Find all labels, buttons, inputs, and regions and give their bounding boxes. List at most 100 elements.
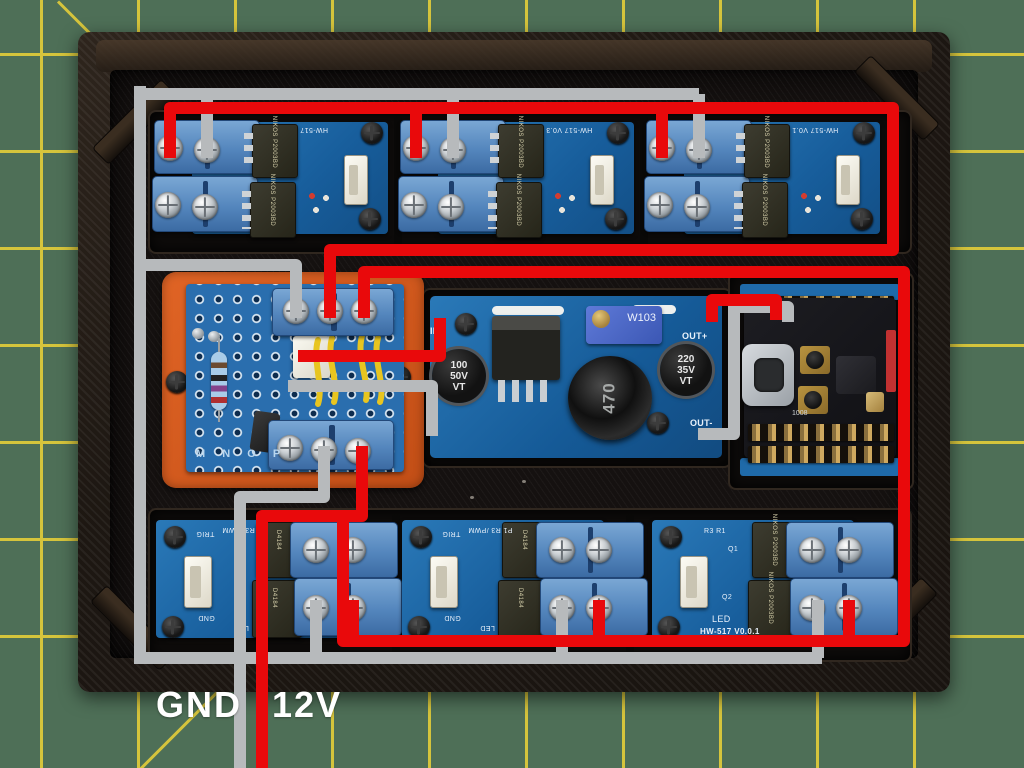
smd-components bbox=[798, 190, 832, 216]
mount-screw bbox=[361, 122, 383, 144]
mount-screw bbox=[853, 122, 875, 144]
terminal-screw bbox=[799, 537, 825, 563]
terminal-screw bbox=[401, 192, 427, 218]
terminal-screw bbox=[684, 194, 710, 220]
gnd-label: GND bbox=[198, 614, 215, 621]
terminal-screw bbox=[649, 135, 675, 161]
terminal-screw bbox=[317, 298, 343, 324]
terminal-screw bbox=[836, 537, 862, 563]
inductor: 470 bbox=[568, 356, 652, 440]
mount-screw bbox=[658, 616, 680, 638]
signal-connector bbox=[184, 556, 212, 608]
dust-speck bbox=[522, 480, 526, 483]
module-version-label: HW-517 V0.1 bbox=[792, 126, 839, 133]
terminal-screw bbox=[836, 595, 862, 621]
terminal-screw bbox=[549, 595, 575, 621]
terminal-screw bbox=[799, 595, 825, 621]
mount-screw bbox=[660, 526, 682, 548]
terminal-screw bbox=[192, 194, 218, 220]
input-capacitor: 100 50V VT bbox=[432, 349, 486, 403]
part-number-label: 1008 bbox=[792, 410, 808, 417]
crystal-oscillator bbox=[866, 392, 884, 412]
out-minus-label: OUT- bbox=[690, 418, 713, 428]
module-version-label: HW-517 V0.0.1 bbox=[700, 627, 760, 636]
pin-header-row bbox=[748, 424, 894, 441]
solder-joint bbox=[192, 328, 204, 339]
in-plus-label: IN+ bbox=[430, 326, 446, 336]
usb-c-port bbox=[742, 344, 794, 406]
mount-screw bbox=[410, 526, 432, 548]
mount-screw bbox=[647, 412, 669, 434]
terminal-screw bbox=[303, 595, 329, 621]
terminal-screw bbox=[647, 192, 673, 218]
silkscreen-stripe bbox=[492, 306, 564, 315]
led-label: LED bbox=[480, 624, 495, 631]
terminal-screw bbox=[155, 192, 181, 218]
red-board-edge bbox=[886, 330, 896, 392]
terminal-screw bbox=[549, 537, 575, 563]
terminal-screw bbox=[340, 595, 366, 621]
trimmer-screw bbox=[592, 310, 610, 328]
terminal-screw bbox=[194, 137, 220, 163]
mcu-chip bbox=[836, 356, 876, 394]
mount-screw bbox=[605, 208, 627, 230]
trig-label: TRIG bbox=[196, 530, 215, 537]
q2-label: Q2 bbox=[722, 594, 733, 601]
mosfet-chip: NIKOS P2003BD bbox=[242, 174, 296, 238]
terminal-screw bbox=[686, 137, 712, 163]
mount-screw bbox=[162, 616, 184, 638]
mount-screw bbox=[851, 208, 873, 230]
12v-wire-label: 12V bbox=[272, 684, 343, 725]
signal-connector bbox=[680, 556, 708, 608]
terminal-screw bbox=[351, 298, 377, 324]
terminal-screw bbox=[345, 438, 371, 464]
terminal-screw bbox=[586, 537, 612, 563]
led-label: LED bbox=[234, 624, 249, 631]
module-version-label: HW-517 bbox=[300, 126, 328, 133]
resistor bbox=[211, 338, 227, 422]
smd-components bbox=[552, 190, 586, 216]
mount-screw bbox=[607, 122, 629, 144]
signal-connector bbox=[430, 556, 458, 608]
terminal-screw bbox=[440, 137, 466, 163]
pwm-label: P1 R3 /PWM bbox=[468, 526, 513, 533]
mosfet-chip: NIKOS P2003BD bbox=[488, 174, 542, 238]
mount-screw bbox=[455, 313, 477, 335]
terminal-screw bbox=[303, 537, 329, 563]
output-capacitor: 220 35V VT bbox=[660, 344, 712, 396]
mosfet-chip: NIKOS P2003BD bbox=[490, 116, 544, 178]
terminal-screw bbox=[438, 194, 464, 220]
module-version-label: HW-517 V0.3 bbox=[546, 126, 593, 133]
mount-screw bbox=[408, 616, 430, 638]
mosfet-chip: NIKOS P2003BD bbox=[734, 174, 788, 238]
perfboard-row-letters: M N O P bbox=[196, 448, 288, 460]
regulator-chip bbox=[492, 316, 560, 402]
signal-connector bbox=[590, 155, 614, 205]
reset-button bbox=[800, 346, 830, 374]
signal-connector bbox=[344, 155, 368, 205]
gnd-label: GND bbox=[444, 614, 461, 621]
trig-label: TRIG bbox=[442, 530, 461, 537]
r3r1-label: R3 R1 bbox=[704, 528, 726, 535]
mount-screw bbox=[164, 526, 186, 548]
q1-label: Q1 bbox=[728, 546, 739, 553]
terminal-screw bbox=[157, 135, 183, 161]
terminal-screw bbox=[283, 298, 309, 324]
terminal-screw bbox=[403, 135, 429, 161]
terminal-screw bbox=[586, 595, 612, 621]
pin-header-row bbox=[748, 446, 894, 463]
enclosure-top-wall bbox=[96, 40, 932, 72]
mosfet-chip: NIKOS P2003BD bbox=[736, 116, 790, 178]
smd-components bbox=[306, 190, 340, 216]
pwm-label: P1 R3 /PWM bbox=[222, 526, 267, 533]
gnd-wire-label: GND bbox=[156, 684, 242, 725]
dust-speck bbox=[470, 496, 474, 499]
white-component bbox=[293, 336, 330, 378]
led-label: LED bbox=[712, 614, 731, 624]
solder-joint bbox=[208, 331, 220, 342]
terminal-screw bbox=[340, 537, 366, 563]
mosfet-chip: NIKOS P2003BD bbox=[244, 116, 298, 178]
terminal-screw bbox=[311, 437, 337, 463]
out-plus-label: OUT+ bbox=[682, 331, 708, 341]
